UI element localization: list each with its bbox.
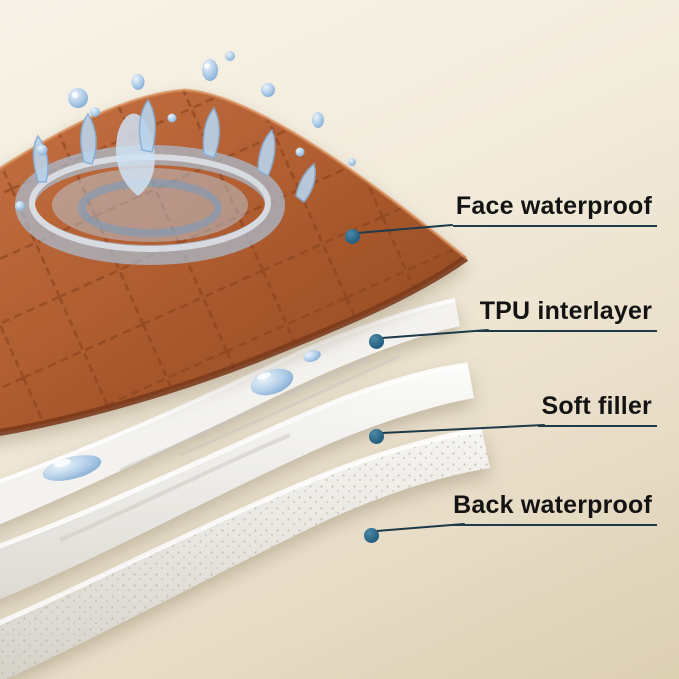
callout-label-soft-filler: Soft filler	[538, 393, 657, 427]
water-drop-icon	[42, 350, 321, 481]
callout-dot-tpu-interlayer	[369, 334, 384, 349]
callout-back-waterproof: Back waterproof	[450, 492, 657, 526]
callout-label-face-waterproof: Face waterproof	[452, 193, 657, 227]
callout-label-tpu-interlayer: TPU interlayer	[476, 298, 657, 332]
leader-lines	[356, 224, 545, 532]
water-splash-icon	[15, 51, 356, 265]
tpu-film-layer	[0, 298, 460, 525]
callout-soft-filler: Soft filler	[538, 393, 657, 427]
callout-dot-back-waterproof	[364, 528, 379, 543]
callout-label-back-waterproof: Back waterproof	[450, 492, 657, 526]
callout-face-waterproof: Face waterproof	[452, 193, 657, 227]
soft-filler-layer	[0, 362, 474, 600]
callout-tpu-interlayer: TPU interlayer	[476, 298, 657, 332]
callout-dot-face-waterproof	[345, 229, 360, 244]
callout-dot-soft-filler	[369, 429, 384, 444]
back-waterproof-layer	[0, 427, 490, 679]
